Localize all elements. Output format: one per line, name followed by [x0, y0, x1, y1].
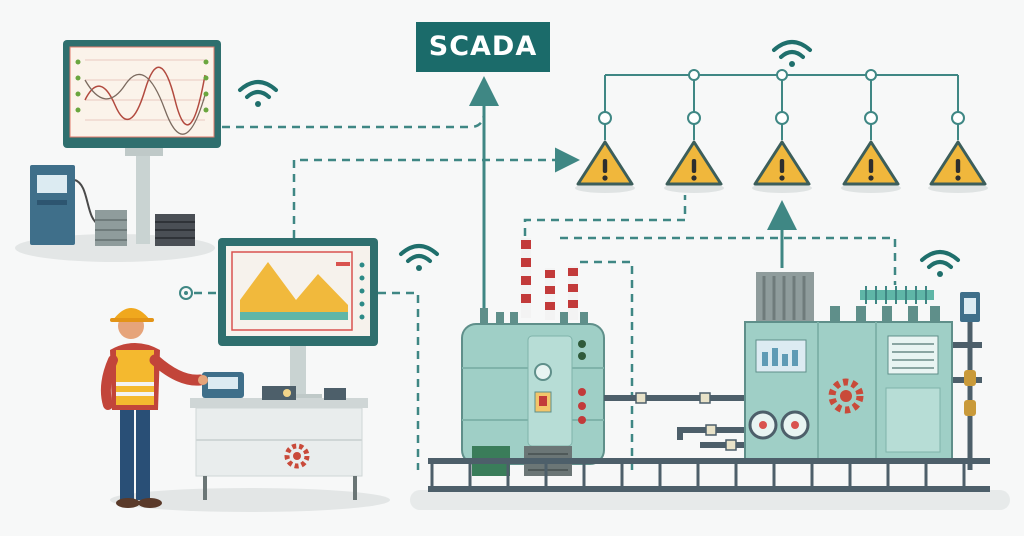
operator-desk: [190, 372, 368, 500]
wifi-icon: [772, 40, 812, 67]
controller-unit: [744, 272, 953, 463]
wifi-icon: [238, 80, 278, 107]
ground-shadow-desk: [110, 488, 390, 512]
pressure-gauge: [780, 410, 810, 440]
worker-figure: [100, 308, 208, 508]
trend-line: [84, 73, 206, 135]
link-hmi-to-alarms: [292, 147, 580, 238]
link-hmi-to-boiler: [378, 291, 420, 470]
warning-triangle-icon: [752, 140, 812, 193]
settings-icon: [179, 286, 193, 300]
ground-shadow-plant: [410, 490, 1010, 510]
link-controller-feed: [560, 236, 897, 285]
link-monitor-to-scada: [222, 111, 486, 129]
warning-triangle-icon: [841, 140, 901, 193]
link-boiler-to-alarms: [523, 195, 687, 250]
chimney: [545, 268, 555, 320]
warning-triangle-icon: [664, 140, 724, 193]
wifi-icon: [399, 244, 439, 271]
meter-device: [324, 388, 346, 400]
hmi-monitor: [218, 238, 378, 400]
area-chart: [240, 262, 348, 318]
warning-triangle-icon: [928, 140, 988, 193]
sensor-column: [960, 292, 980, 470]
alarm-network: [598, 69, 965, 140]
scada-label: SCADA: [416, 22, 550, 72]
conveyor-rail: [428, 458, 990, 492]
link-boiler-panel: [580, 260, 634, 470]
trend-line: [84, 66, 206, 126]
monitoring-station: [30, 40, 221, 246]
chimney: [568, 266, 578, 320]
wifi-icon: [920, 250, 960, 277]
pipework: [604, 342, 982, 448]
chimney: [521, 238, 531, 318]
pressure-gauge: [748, 410, 778, 440]
gear-icon: [284, 443, 310, 469]
indicator-lights: [578, 340, 586, 424]
warning-triangle-icon: [575, 140, 635, 193]
gear-icon: [828, 378, 864, 414]
